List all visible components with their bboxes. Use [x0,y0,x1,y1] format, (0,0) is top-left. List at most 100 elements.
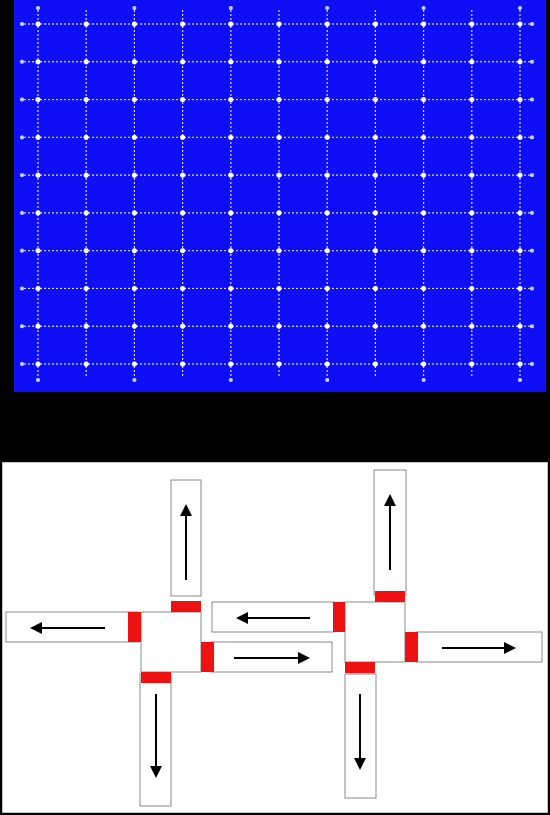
grid-intersection-node [469,59,475,65]
grid-intersection-node [35,134,41,140]
grid-entry-marker [530,59,534,64]
grid-intersection-node [469,323,475,329]
grid-intersection-node [421,285,427,292]
grid-intersection-node [469,96,475,103]
grid-entry-marker [421,378,426,382]
grid-intersection-node [421,323,427,329]
grid-intersection-node [372,361,378,367]
grid-entry-marker [530,22,534,26]
grid-entry-marker [530,324,534,329]
grid-intersection-node [276,172,282,178]
grid-intersection-node [276,323,282,329]
grid-entry-marker [20,97,24,102]
grid-intersection-node [35,96,41,103]
grid-intersection-node [180,134,186,140]
grid-entry-marker [530,248,534,253]
grid-intersection-node [131,210,137,216]
grid-intersection-node [83,21,89,27]
grid-intersection-node [324,134,330,140]
left-signal-north [171,601,201,612]
grid-intersection-node [276,134,282,140]
grid-entry-marker [325,6,330,10]
grid-intersection-node [35,210,41,216]
grid-intersection-node [276,248,282,254]
grid-intersection-node [421,96,427,103]
grid-intersection-node [517,134,523,140]
grid-intersection-node [180,96,186,103]
grid-intersection-node [83,210,89,216]
grid-intersection-node [180,59,186,65]
grid-intersection-node [469,172,475,178]
grid-entry-marker [36,6,40,10]
grid-entry-marker [518,6,522,10]
grid-intersection-node [131,361,137,367]
grid-intersection-node [372,21,378,27]
grid-intersection-node [517,96,523,103]
grid-intersection-node [35,172,41,178]
grid-intersection-node [517,21,523,27]
grid-intersection-node [517,248,523,254]
grid-intersection-node [180,210,186,216]
grid-entry-marker [530,210,534,215]
grid-intersection-node [324,323,330,329]
grid-intersection-node [324,21,330,27]
intersection-diagram [2,462,548,813]
intersection-diagram-panel [2,462,548,813]
grid-intersection-node [83,285,89,292]
grid-intersection-node [228,59,234,65]
road-grid-network [14,0,546,392]
grid-intersection-node [228,361,234,367]
grid-intersection-node [228,96,234,103]
grid-intersection-node [276,59,282,65]
grid-intersection-node [180,248,186,254]
grid-intersection-node [83,134,89,140]
grid-intersection-node [469,134,475,140]
grid-entry-marker [228,6,233,10]
grid-intersection-node [517,172,523,178]
grid-intersection-node [83,361,89,367]
grid-intersection-node [421,134,427,140]
grid-entry-marker [132,6,137,10]
grid-intersection-node [372,323,378,329]
right-signal-south [345,662,375,673]
grid-entry-marker [20,286,24,291]
grid-entry-marker [530,97,534,102]
grid-intersection-node [131,172,137,178]
grid-intersection-node [517,285,523,292]
grid-intersection-node [131,285,137,292]
grid-intersection-node [131,21,137,27]
grid-intersection-node [131,96,137,103]
grid-intersection-node [469,210,475,216]
grid-intersection-node [469,21,475,27]
grid-intersection-node [180,172,186,178]
grid-intersection-node [35,21,41,27]
grid-intersection-node [421,210,427,216]
grid-intersection-node [83,248,89,254]
grid-intersection-node [131,59,137,65]
grid-intersection-node [276,210,282,216]
grid-intersection-node [276,21,282,27]
grid-intersection-node [228,134,234,140]
grid-intersection-node [421,21,427,27]
grid-intersection-node [324,285,330,292]
grid-entry-marker [325,378,330,382]
grid-intersection-node [372,248,378,254]
right-signal-east [405,632,418,662]
grid-intersection-node [276,285,282,292]
grid-intersection-node [228,248,234,254]
grid-intersection-node [228,285,234,292]
grid-intersection-node [131,248,137,254]
grid-intersection-node [180,21,186,27]
right-intersection [211,469,543,799]
grid-background [14,0,546,392]
grid-entry-marker [20,210,24,215]
grid-entry-marker [421,6,426,10]
grid-intersection-node [517,323,523,329]
grid-intersection-node [421,59,427,65]
grid-entry-marker [530,362,534,366]
grid-entry-marker [530,135,534,140]
grid-intersection-node [180,285,186,292]
grid-intersection-node [372,285,378,292]
grid-intersection-node [35,248,41,254]
grid-intersection-node [517,361,523,367]
